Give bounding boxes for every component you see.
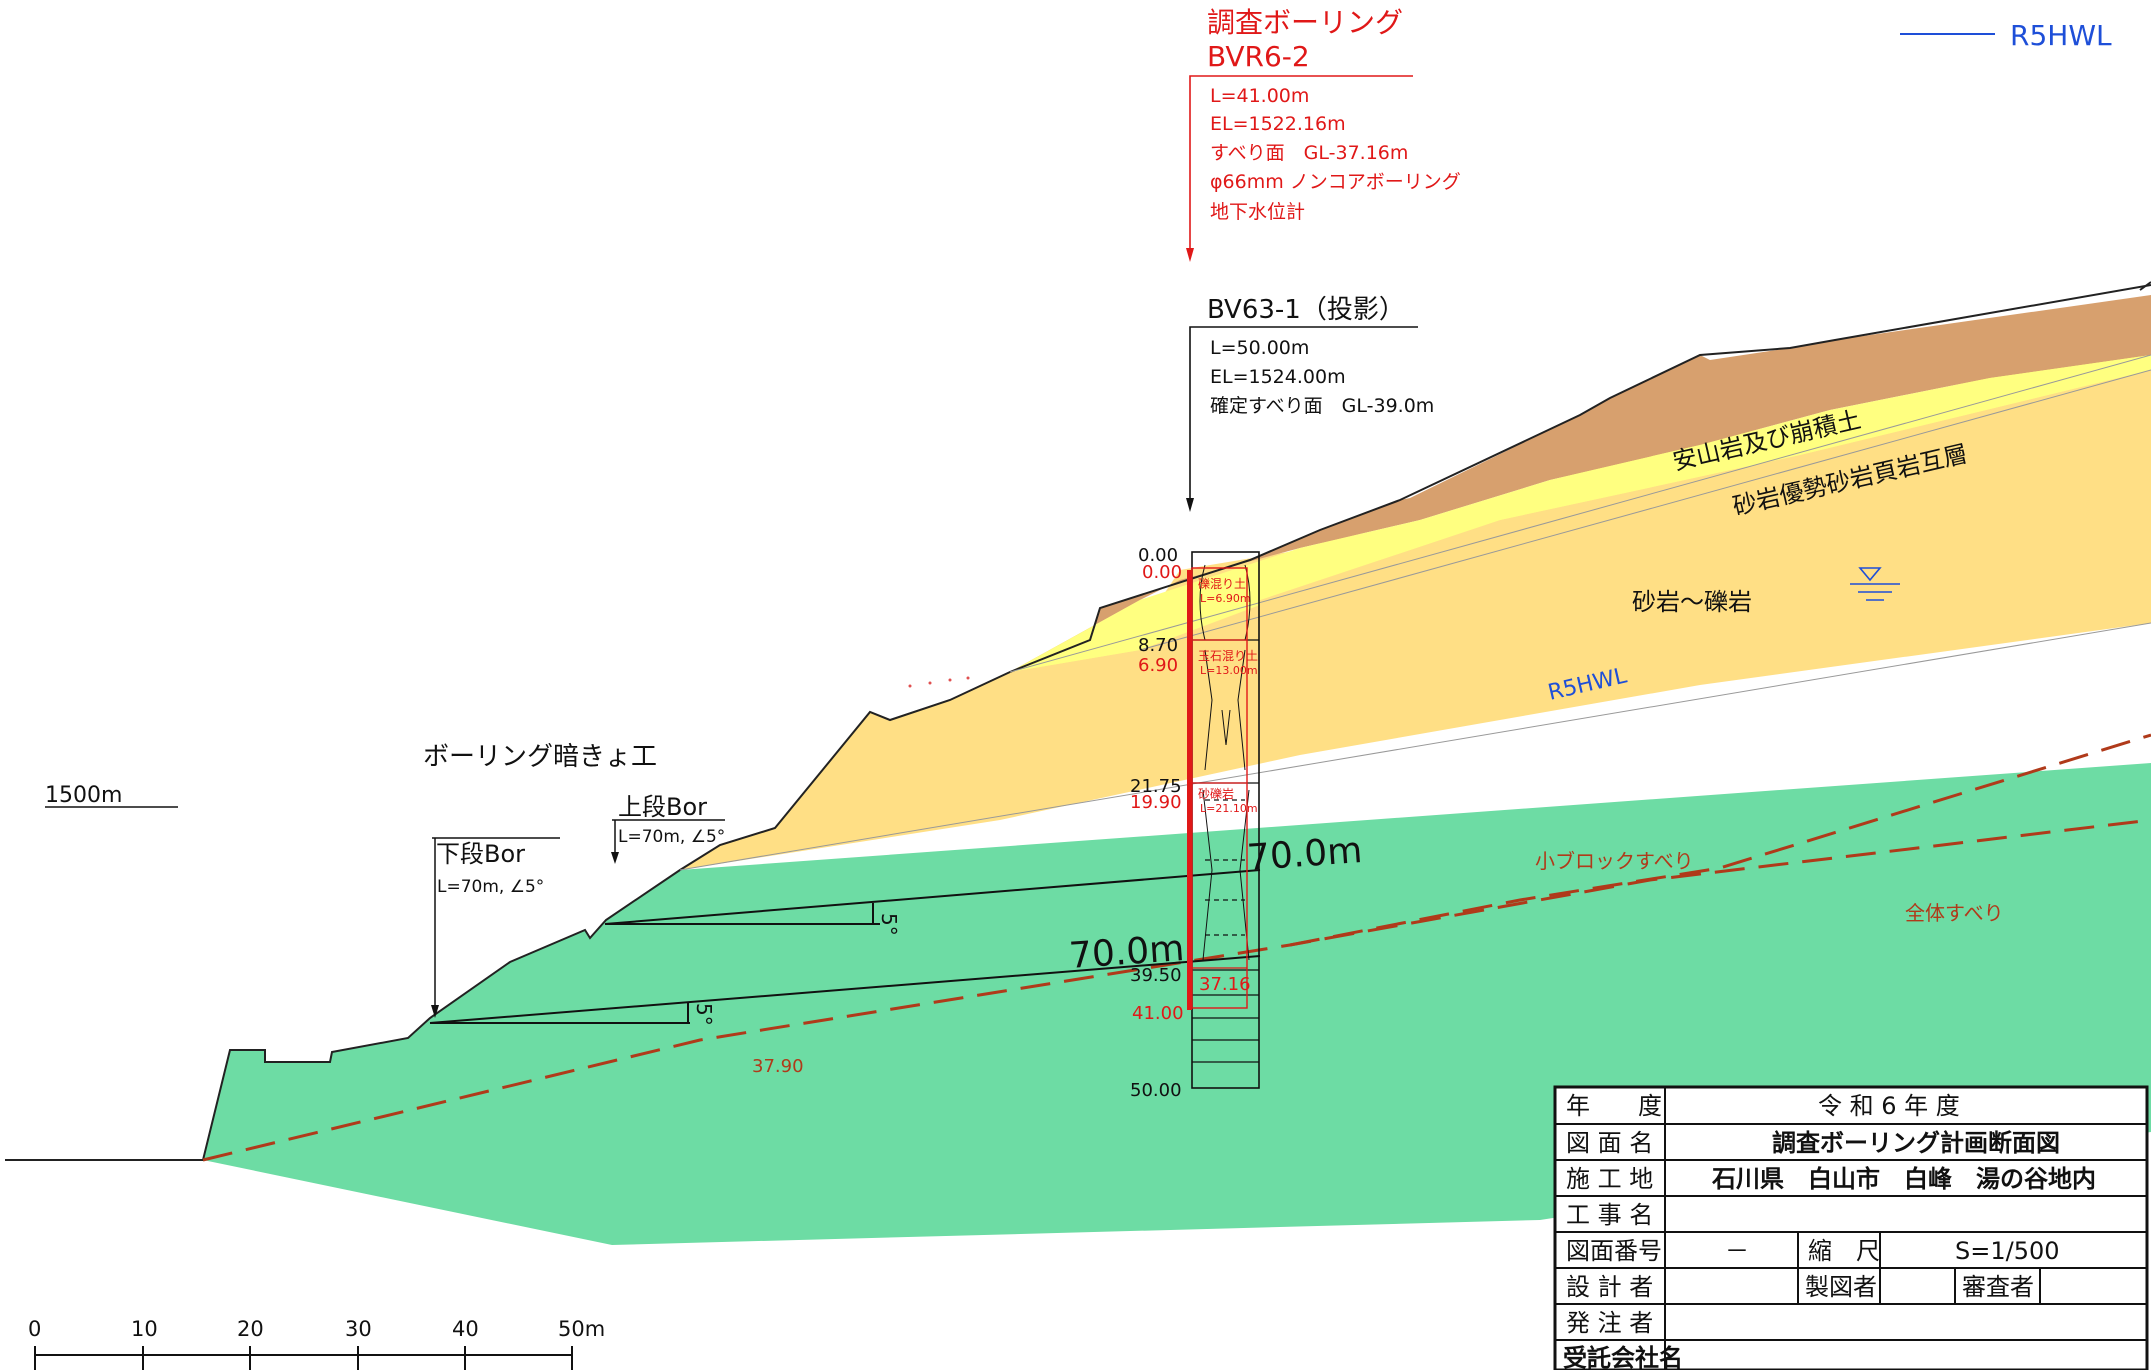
lower-bor-length: 70.0m — [1068, 928, 1186, 977]
black-callout-line: EL=1524.00m — [1210, 366, 1346, 388]
tb-label: 工 事 名 — [1566, 1201, 1653, 1229]
black-callout: BV63-1（投影） L=50.00m EL=1524.00m 確定すべり面 G… — [1207, 295, 1434, 417]
ground-surface — [5, 284, 2151, 1161]
slip-depth-label: 37.90 — [752, 1056, 804, 1077]
depth-slip: 37.16 — [1199, 974, 1251, 995]
tb-scale-label: 縮 尺 — [1808, 1237, 1880, 1265]
red-callout: 調査ボーリング BVR6-2 L=41.00m EL=1522.16m すべり面… — [1207, 6, 1461, 223]
black-callout-line: 確定すべり面 GL-39.0m — [1210, 395, 1434, 417]
log-note: L=21.10m — [1200, 802, 1258, 815]
scale-bar: 0 10 20 30 40 50m — [28, 1317, 605, 1370]
red-callout-id: BVR6-2 — [1207, 40, 1310, 73]
lower-bor-line — [429, 955, 1261, 1024]
scale-tick: 20 — [237, 1317, 264, 1341]
depth-black: 0.00 — [1138, 545, 1178, 566]
small-block-slip-line — [1289, 733, 2151, 947]
log-note: 礫混り土 — [1198, 576, 1246, 591]
red-callout-line: すべり面 GL-37.16m — [1210, 142, 1408, 164]
red-callout-line: L=41.00m — [1210, 85, 1309, 107]
scale-tick: 10 — [131, 1317, 158, 1341]
lower-bor-angle: 5° — [692, 1003, 716, 1026]
upper-bor-length: 70.0m — [1246, 830, 1364, 879]
scale-tick: 0 — [28, 1317, 41, 1341]
black-callout-line: L=50.00m — [1210, 337, 1309, 359]
legend-label: R5HWL — [2010, 19, 2112, 52]
tb-checker-label: 審査者 — [1962, 1273, 2034, 1301]
elevation-label: 1500m — [45, 783, 122, 808]
log-note: L=6.90m — [1200, 592, 1251, 605]
scale-tick: 30 — [345, 1317, 372, 1341]
black-callout-title: BV63-1（投影） — [1207, 295, 1405, 325]
small-slip-label: 小ブロックすべり — [1535, 849, 1694, 873]
red-callout-line: 地下水位計 — [1210, 201, 1305, 223]
depth-red: 6.90 — [1138, 655, 1178, 676]
tb-label: 受託会社名 — [1563, 1344, 1683, 1370]
works-title: ボーリング暗きょ工 — [423, 742, 657, 772]
bvr6-borehole — [1187, 570, 1192, 1010]
depth-black: 21.75 — [1130, 776, 1182, 797]
log-note: 砂礫岩 — [1198, 786, 1234, 801]
title-block: 年 度 令 和 6 年 度 図 面 名 調査ボーリング計画断面図 施 工 地 石… — [1553, 1085, 2149, 1370]
upper-bor-line — [604, 869, 1261, 925]
whole-slip-label: 全体すべり — [1905, 901, 2004, 925]
survey-dots — [908, 676, 970, 688]
tb-drafter-label: 製図者 — [1805, 1273, 1877, 1301]
depth-black: 8.70 — [1138, 635, 1178, 656]
log-note: 玉石混り土 — [1198, 649, 1258, 663]
tb-value: 調査ボーリング計画断面図 — [1772, 1129, 2060, 1157]
sandstone-layer — [680, 350, 2151, 870]
tb-scale-value: S=1/500 — [1955, 1237, 2060, 1265]
lower-bor-label: 下段Bor — [436, 840, 525, 868]
sandstone-label: 砂岩～礫岩 — [1632, 588, 1752, 616]
tb-label: 施 工 地 — [1566, 1165, 1653, 1193]
tb-label: 図面番号 — [1566, 1237, 1662, 1265]
red-callout-title: 調査ボーリング — [1207, 6, 1403, 39]
log-note: L=13.00m — [1200, 664, 1258, 677]
depth-black: 50.00 — [1130, 1080, 1182, 1101]
tb-label: 発 注 者 — [1566, 1309, 1653, 1337]
depth-red: 19.90 — [1130, 792, 1182, 813]
red-callout-line: EL=1522.16m — [1210, 113, 1346, 135]
red-callout-line: φ66mm ノンコアボーリング — [1210, 171, 1461, 193]
upper-bor-label: 上段Bor — [618, 793, 707, 821]
tb-value: 令 和 6 年 度 — [1818, 1092, 1960, 1120]
water-table-icon — [1850, 567, 1900, 601]
tb-label: 図 面 名 — [1566, 1129, 1653, 1157]
scale-tick: 50m — [558, 1317, 605, 1341]
black-callout-leader — [1189, 326, 1418, 508]
tb-label: 設 計 者 — [1566, 1273, 1653, 1301]
upper-bor-spec: L=70m, ∠5° — [618, 827, 725, 847]
andesite-layer — [1010, 295, 2151, 672]
tb-value: － — [1725, 1237, 1749, 1265]
tb-value: 石川県 白山市 白峰 湯の谷地内 — [1711, 1165, 2096, 1193]
depth-red: 41.00 — [1132, 1003, 1184, 1024]
red-callout-leader — [1189, 75, 1413, 258]
upper-bor-angle: 5° — [877, 913, 901, 936]
tb-label: 年 度 — [1566, 1092, 1662, 1120]
lower-bor-spec: L=70m, ∠5° — [437, 877, 544, 897]
depth-black: 39.50 — [1130, 965, 1182, 986]
depth-red: 0.00 — [1142, 562, 1182, 583]
scale-tick: 40 — [452, 1317, 479, 1341]
